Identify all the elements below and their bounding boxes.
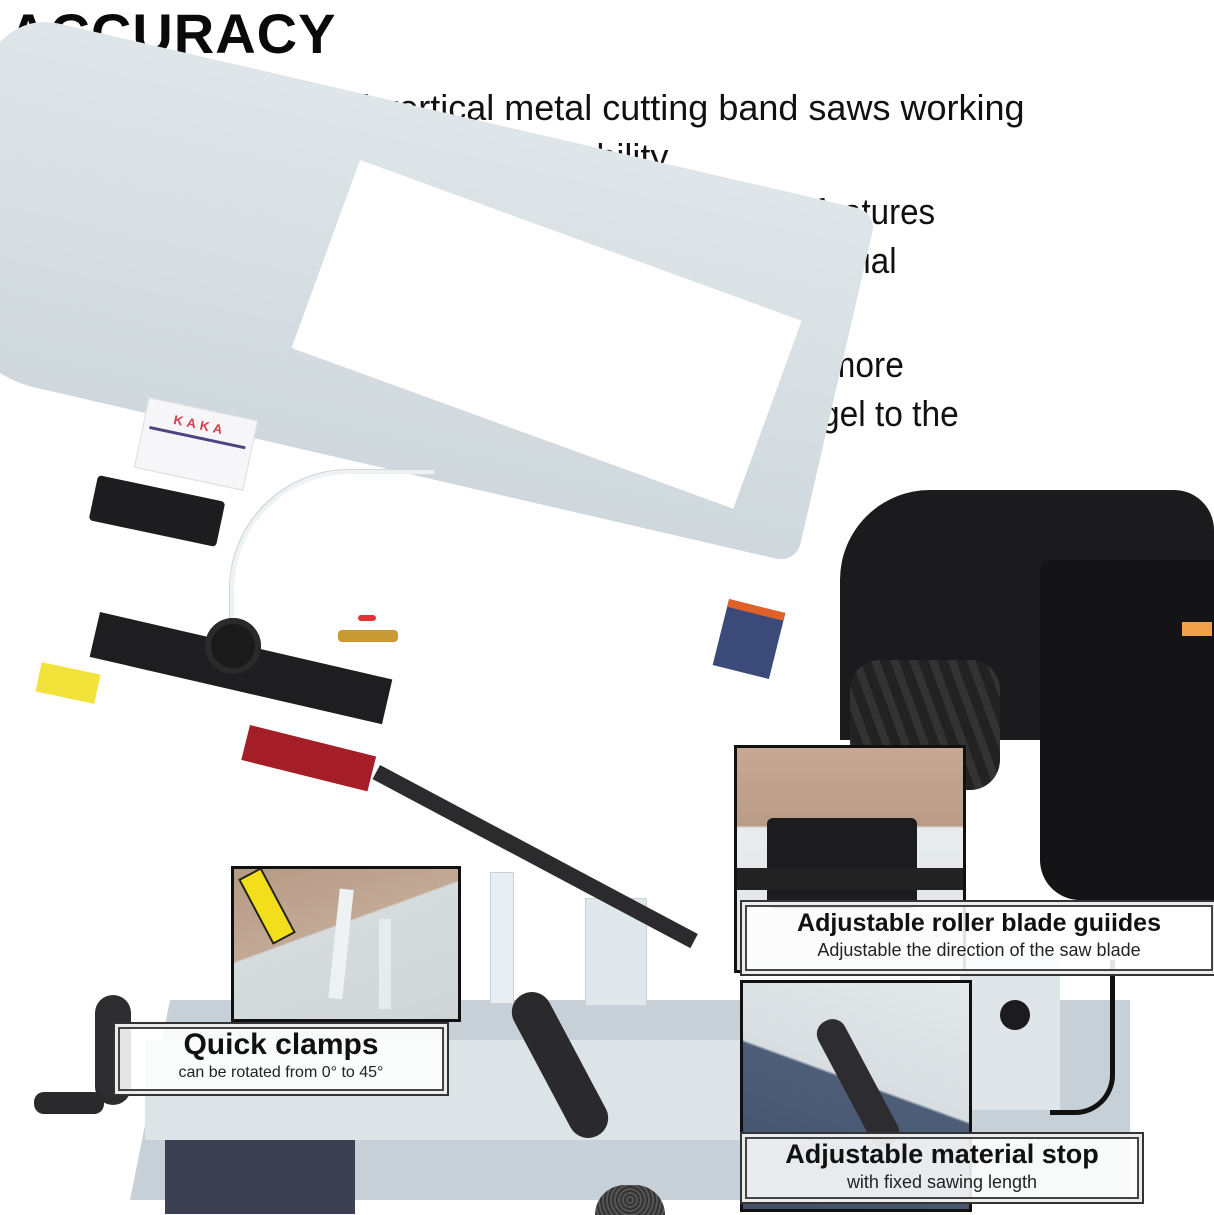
roller-guide-block	[767, 818, 917, 908]
inset-photo-quick-clamps	[231, 866, 461, 1022]
coolant-hose	[230, 470, 434, 644]
callout-roller-guides: Adjustable roller blade guiides Adjustab…	[740, 900, 1214, 976]
callout-title: Adjustable roller blade guiides	[797, 909, 1161, 937]
power-cable	[1050, 960, 1115, 1115]
callout-material-stop: Adjustable material stop with fixed sawi…	[740, 1132, 1144, 1204]
callout-title: Quick clamps	[183, 1028, 379, 1061]
red-blade-guard	[241, 725, 377, 792]
callout-subtitle: with fixed sawing length	[846, 1172, 1038, 1192]
clamp-jaw	[379, 919, 391, 1009]
blade-strip	[737, 868, 963, 890]
pencil	[238, 869, 296, 945]
callout-subtitle: Adjustable the direction of the saw blad…	[817, 940, 1141, 960]
valve-lever	[358, 615, 376, 621]
base-cabinet	[165, 1140, 355, 1214]
handwheel-crank	[34, 1092, 104, 1114]
warning-sticker-yellow	[35, 662, 101, 704]
callout-subtitle: can be rotated from 0° to 45°	[178, 1064, 384, 1081]
callout-title: Adjustable material stop	[785, 1139, 1099, 1169]
clamp-jaw	[328, 888, 354, 1000]
callout-quick-clamps: Quick clamps can be rotated from 0° to 4…	[113, 1022, 449, 1096]
pivot-post	[960, 950, 1060, 1110]
motor-label	[1182, 622, 1212, 636]
adjust-knob	[205, 618, 261, 674]
vise-jaw-fixed	[490, 872, 514, 1004]
warning-sticker-orange	[712, 598, 786, 680]
bolt-icon	[1000, 1000, 1030, 1030]
coolant-valve	[338, 630, 398, 642]
blade-guide-plate	[88, 474, 226, 548]
electric-motor	[1040, 560, 1214, 900]
